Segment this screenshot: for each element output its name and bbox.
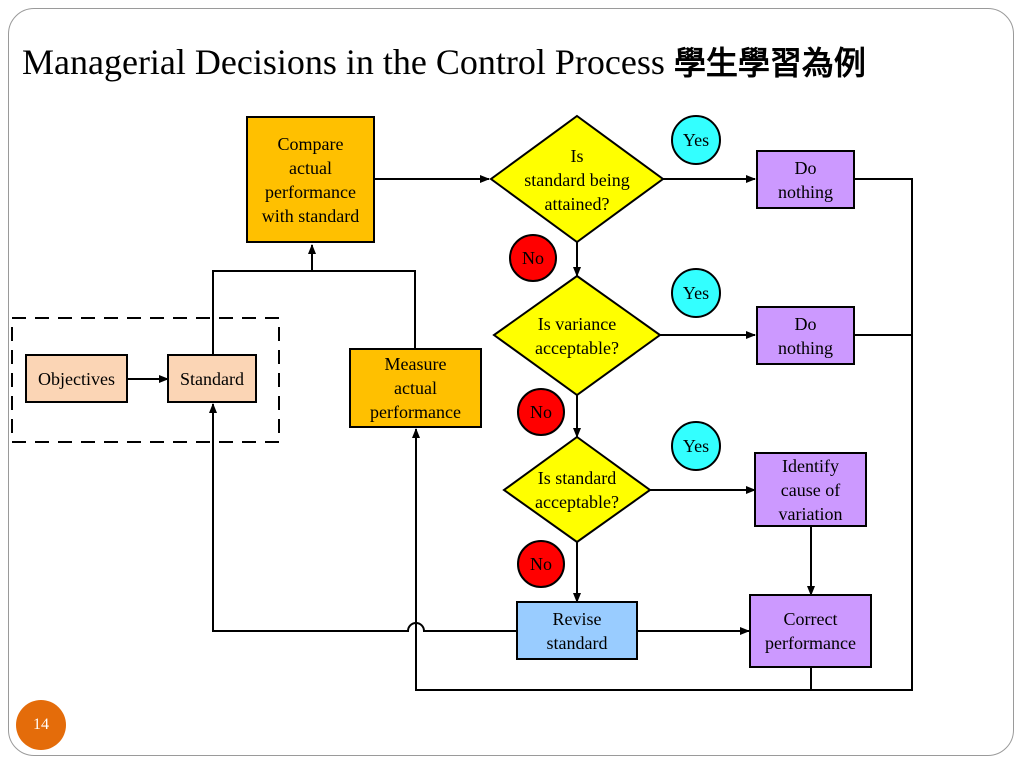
decision-variance-diamond: [492, 274, 662, 397]
objectives-label: Objectives: [38, 368, 115, 389]
standard-box: [167, 354, 257, 403]
yes-badge-2: [671, 268, 721, 318]
yes-label-2: Yes: [682, 283, 710, 303]
connector-feedback-loop: [412, 178, 913, 691]
yes-badge-1: [671, 115, 721, 165]
connector-measure-to-compare: [312, 270, 416, 349]
decision-standard-diamond: [502, 435, 652, 544]
no-label-1: No: [522, 248, 544, 268]
do-nothing-box-1: [756, 150, 855, 209]
revise-standard-box: [516, 601, 638, 660]
no-badge-2: [517, 388, 565, 436]
identify-cause-label: Identify cause of variation: [778, 455, 843, 524]
title-text: Managerial Decisions in the Control Proc…: [22, 42, 665, 82]
compare-box: [246, 116, 375, 243]
title-cjk-text: 學生學習為例: [673, 44, 866, 82]
page-number-badge: 14: [16, 700, 66, 750]
slide-title: Managerial Decisions in the Control Proc…: [22, 38, 866, 84]
no-badge-3: [517, 540, 565, 588]
identify-cause-box: [754, 452, 867, 527]
connector-standard-to-compare: [212, 244, 316, 355]
decision-standard-label: Is standard acceptable?: [535, 468, 619, 512]
correct-performance-box: [749, 594, 872, 668]
yes-badge-3: [671, 421, 721, 471]
no-badge-1: [509, 234, 557, 282]
correct-performance-label: Correct performance: [765, 609, 856, 653]
yes-label-1: Yes: [682, 130, 710, 150]
do-nothing-box-2: [756, 306, 855, 365]
objectives-box: [25, 354, 128, 403]
revise-standard-label: Revise standard: [546, 608, 608, 653]
no-label-2: No: [530, 402, 552, 422]
standard-label: Standard: [180, 368, 244, 389]
do-nothing-label-2: Do nothing: [777, 313, 833, 358]
decision-attained-label: Is standard being attained?: [524, 146, 630, 214]
compare-label: Compare actual performance with standard: [261, 133, 360, 226]
objectives-group-box: [11, 317, 280, 443]
yes-label-3: Yes: [682, 436, 710, 456]
measure-label: Measure actual performance: [370, 354, 461, 422]
no-label-3: No: [530, 554, 552, 574]
decision-variance-label: Is variance acceptable?: [535, 314, 619, 358]
decision-attained-diamond: [489, 114, 665, 244]
measure-box: [349, 348, 482, 428]
do-nothing-label-1: Do nothing: [777, 157, 833, 202]
connector-revise-to-standard: [209, 403, 517, 632]
